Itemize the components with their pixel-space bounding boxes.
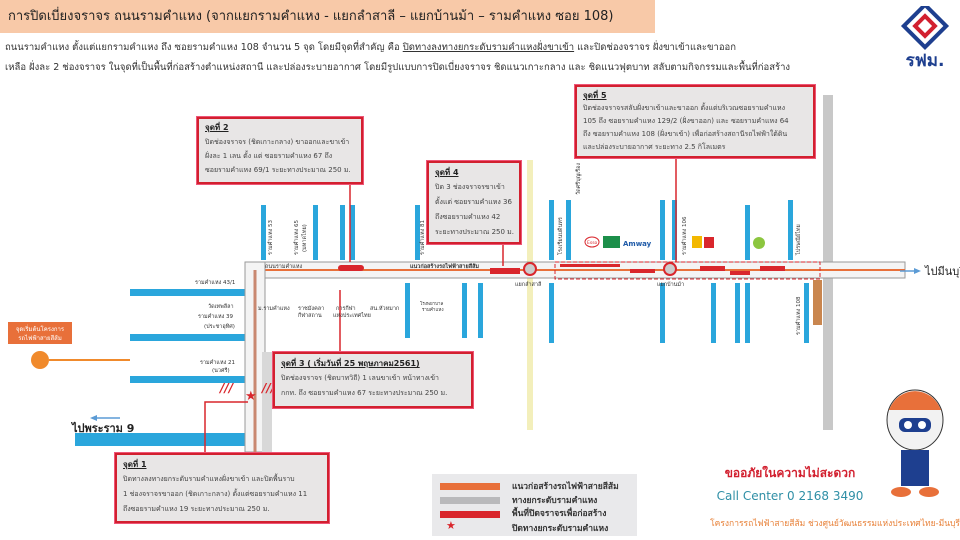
start-label: รถไฟฟ้าสายสีส้ม xyxy=(18,334,62,342)
mrta-logo: รฟม. xyxy=(895,1,955,71)
callout-point-3: จุดที่ 3 ( เริ่มวันที่ 25 พฤษภาคม2561) ป… xyxy=(273,352,473,408)
soi-label: (มหาดไทย) xyxy=(301,224,308,252)
brand-esso: Esso xyxy=(587,240,598,246)
landmark-label: วัดศรีบุญเรือง xyxy=(575,163,582,195)
logo-text: รฟม. xyxy=(906,51,945,70)
call-center: Call Center 0 2168 3490 xyxy=(716,489,864,503)
callout-point-5: จุดที่ 5 ปิดช่องจราจรสลับฝั่งขาเข้าและขา… xyxy=(575,85,815,158)
soi-label: รามคำแหง 106 xyxy=(681,216,688,255)
landmark-label: การกีฬา xyxy=(336,305,356,312)
landmark-label: ไปรษณีย์ไทย xyxy=(795,224,802,256)
landmark-label: แห่งประเทศไทย xyxy=(333,312,371,319)
soi-label: รามคำแหง 53 xyxy=(267,219,274,255)
lamsali-junction-icon xyxy=(523,262,537,276)
landmark-label: วัดเทพลีลา xyxy=(208,303,234,310)
arrow-left-icon xyxy=(90,415,97,421)
apology-text: ขออภัยในความไม่สะดวก xyxy=(724,466,856,480)
brand-logos: Esso Amway xyxy=(584,236,765,249)
soi-39 xyxy=(130,334,248,341)
landmark-label: กีฬาสถาน xyxy=(297,312,322,319)
legend-swatch-orange xyxy=(440,483,500,490)
landmark-label: ราชมังคลา xyxy=(298,305,324,312)
start-label: จุดเริ่มต้นโครงการ xyxy=(16,325,65,333)
soi-verticals xyxy=(261,200,809,343)
junction-label: แยกบ้านม้า xyxy=(657,281,684,288)
legend-swatch-red xyxy=(440,511,500,518)
soi-label: รามคำแหง 39 xyxy=(198,313,234,320)
lamsali-road xyxy=(527,160,533,430)
landmark-label: โรงเรียนบดินทร xyxy=(556,217,564,255)
brand-amway: Amway xyxy=(623,240,652,248)
legend-label: พื้นที่ปิดจราจรเพื่อก่อสร้าง xyxy=(512,509,607,519)
soi-label: (ประชาอุทิศ) xyxy=(204,323,235,330)
alignment-label: แนวก่อสร้างรถไฟฟ้าสายสีส้ม xyxy=(410,262,479,270)
landmark-label: สน.หัวหมาก xyxy=(370,305,399,312)
landmark-label: โรงพยาบาล xyxy=(420,300,444,307)
star-icon: ★ xyxy=(245,389,257,404)
soi-43-1 xyxy=(130,289,248,296)
intro-line-2: เหลือ ฝั่งละ 2 ช่องจราจร ในจุดที่เป็นพื้… xyxy=(5,62,791,73)
rama9-road xyxy=(75,433,247,446)
start-point-icon xyxy=(31,351,49,369)
closure-p5 xyxy=(554,261,821,280)
soi-label: รามคำแหง 108 xyxy=(795,296,802,335)
soi-label: รามคำแหง 43/1 xyxy=(195,279,235,286)
closure-p2 xyxy=(338,265,364,271)
soi-label: (นวศรี) xyxy=(212,367,230,374)
callout-point-1: จุดที่ 1 ปิดทางลงทางยกระดับรามคำแหงฝั่งข… xyxy=(115,453,329,523)
ramp-mark: /// xyxy=(218,381,235,395)
landmark-label: รามคำแหง xyxy=(422,306,444,313)
to-rama9-label: ไปพระราม 9 xyxy=(70,421,134,435)
arrow-right-icon xyxy=(914,268,921,274)
start-label-box xyxy=(8,322,72,344)
closure-p4 xyxy=(490,268,520,274)
callout-point-4: จุดที่ 4 ปิด 3 ช่องจราจรขาเข้าตั้งแต่ ซอ… xyxy=(427,161,521,244)
legend-swatch-gray xyxy=(440,497,500,504)
landmark-label: ม.รามคำแหง xyxy=(258,305,290,312)
junction-label: แยกลำสาลี xyxy=(515,281,541,288)
mascot-illustration xyxy=(886,389,944,497)
soi-21 xyxy=(130,376,248,383)
star-icon: ★ xyxy=(446,519,456,532)
soi-label: รามคำแหง 65 xyxy=(293,219,300,255)
project-name: โครงการรถไฟฟ้าสายสีส้ม ช่วงศูนย์วัฒนธรรม… xyxy=(710,519,960,529)
map-legend: แนวก่อสร้างรถไฟฟ้าสายสีส้ม ทางยกระดับราม… xyxy=(432,474,637,536)
callout-point-2: จุดที่ 2 ปิดช่องจราจร (ชิดเกาะกลาง) ขาออ… xyxy=(197,117,363,184)
legend-label: ปิดทางยกระดับรามคำแหง xyxy=(512,524,609,534)
legend-label: ทางยกระดับรามคำแหง xyxy=(512,496,598,506)
ramp-mark: /// xyxy=(260,381,277,395)
intro-line-1: ถนนรามคำแหง ตั้งแต่แยกรามคำแหง ถึง ซอยรา… xyxy=(5,42,737,53)
page-title: การปิดเบี่ยงจราจร ถนนรามคำแหง (จากแยกราม… xyxy=(0,0,655,33)
soi-label: รามคำแหง 21 xyxy=(200,359,235,366)
road-label: ถนนรามคำแหง xyxy=(265,263,302,270)
legend-label: แนวก่อสร้างรถไฟฟ้าสายสีส้ม xyxy=(512,482,619,492)
banma-junction-icon xyxy=(663,262,677,276)
soi-label: รามคำแหง 81 xyxy=(419,220,426,255)
to-minburi-label: ไปมีนบุรี xyxy=(924,265,960,278)
